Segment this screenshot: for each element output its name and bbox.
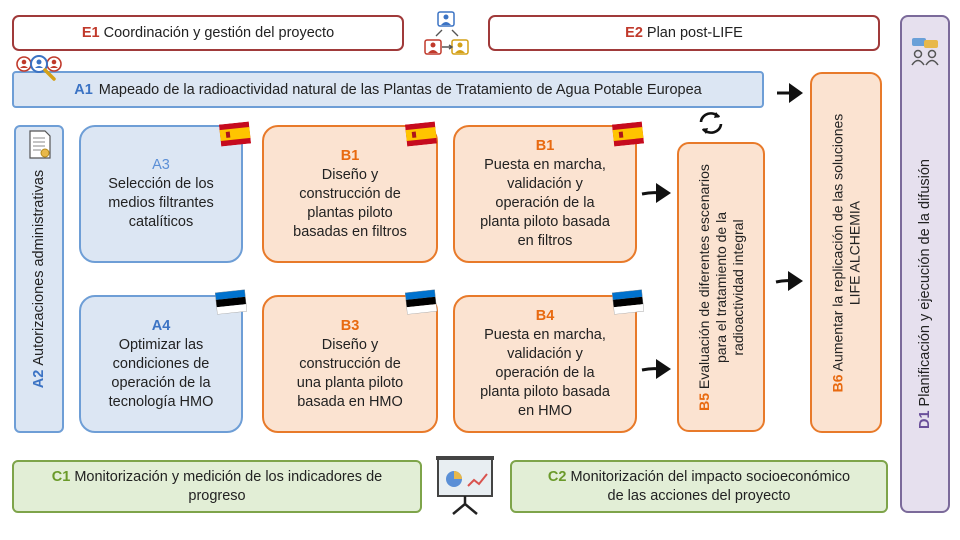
c1-line-2: progreso (188, 487, 246, 504)
chat-people-icon (911, 38, 939, 66)
b3-code: B3 (340, 317, 360, 334)
b3-card: B3 Diseño y construcción de una planta p… (262, 295, 438, 433)
e1-box: E1 Coordinación y gestión del proyecto (12, 15, 404, 51)
b5-line-2: para el tratamiento de la (712, 211, 729, 363)
b6-text: B6 Aumentar la replicación de las soluci… (829, 113, 863, 392)
c2-code: C2 (547, 468, 567, 485)
a1-label: Mapeado de la radioactividad natural de … (98, 81, 702, 98)
spain-flag-icon (404, 121, 438, 147)
a4-line-3: operación de la (111, 374, 211, 391)
a2-text: A2 Autorizaciones administrativas (31, 170, 47, 388)
people-search-icon (16, 55, 62, 81)
b3-line-1: Diseño y (321, 336, 379, 353)
b-design-filters-line-2: construcción de (299, 185, 401, 202)
a1-box: A1 Mapeado de la radioactividad natural … (12, 71, 764, 108)
b3-line-3: una planta piloto (296, 374, 404, 391)
arrow-right-icon (641, 183, 671, 203)
e2-code: E2 (625, 25, 643, 41)
b1-line-1: Puesta en marcha, (484, 157, 606, 173)
b-design-filters-code: B1 (340, 147, 360, 164)
b4-code: B4 (535, 308, 555, 324)
d1-box: D1 Planificación y ejecución de la difusi… (900, 15, 950, 513)
b1-line-4: planta piloto basada (480, 214, 610, 230)
b-design-filters-line-1: Diseño y (321, 166, 379, 183)
e2-box: E2 Plan post-LIFE (488, 15, 880, 51)
b3-line-2: construcción de (299, 355, 401, 372)
b1-line-2: validación y (507, 176, 583, 192)
presentation-chart-icon (436, 456, 494, 515)
b5-code: B5 (695, 392, 712, 411)
e1-label: Coordinación y gestión del proyecto (103, 25, 335, 41)
b-design-filters-line-3: plantas piloto (307, 204, 393, 221)
b6-box: B6 Aumentar la replicación de las soluci… (810, 72, 882, 433)
b5-box: B5 Evaluación de diferentes escenarios p… (677, 142, 765, 432)
e2-label: Plan post-LIFE (646, 25, 743, 41)
cycle-arrows-icon (699, 112, 723, 134)
a4-line-1: Optimizar las (118, 336, 204, 353)
spain-flag-icon (218, 121, 252, 147)
c2-line-1: Monitorización del impacto socioeconómic… (570, 468, 851, 485)
b5-line-3: radioactividad integral (729, 218, 746, 356)
team-users-icon (424, 11, 469, 55)
a4-code: A4 (151, 317, 171, 334)
estonia-flag-icon (611, 289, 645, 315)
arrow-right-icon (777, 83, 803, 103)
b-design-filters-card: B1 Diseño y construcción de plantas pilo… (262, 125, 438, 263)
b6-line-2: LIFE ALCHEMIA (846, 200, 862, 305)
b1-line-5: en filtros (517, 233, 573, 249)
a3-line-2: medios filtrantes (108, 195, 214, 211)
arrow-right-icon (775, 271, 803, 291)
a4-card: A4 Optimizar las condiciones de operació… (79, 295, 243, 433)
d1-code: D1 (917, 410, 934, 430)
a3-line-3: catalíticos (128, 214, 194, 230)
b6-line-1: Aumentar la replicación de las solucione… (829, 113, 845, 371)
b4-line-5: en HMO (518, 403, 572, 419)
b4-card: B4 Puesta en marcha, validación y operac… (453, 295, 637, 433)
a1-code: A1 (74, 81, 93, 98)
b-design-filters-line-4: basadas en filtros (293, 223, 407, 240)
b4-line-4: planta piloto basada (480, 384, 610, 400)
a2-code: A2 (31, 369, 48, 389)
a2-box: A2 Autorizaciones administrativas (14, 125, 64, 433)
a3-line-1: Selección de los (108, 176, 214, 192)
b1-code: B1 (535, 138, 555, 154)
a4-line-2: condiciones de (112, 355, 210, 372)
a3-code: A3 (152, 157, 170, 173)
spain-flag-icon (611, 121, 645, 147)
b4-line-1: Puesta en marcha, (484, 327, 606, 343)
b3-line-4: basada en HMO (297, 393, 403, 410)
d1-text: D1 Planificación y ejecución de la difusi… (917, 159, 933, 429)
document-certificate-icon (29, 130, 51, 159)
b5-text: B5 Evaluación de diferentes escenarios p… (696, 164, 747, 411)
c1-code: C1 (51, 468, 71, 485)
c1-line-1: Monitorización y medición de los indicad… (74, 468, 383, 485)
b1-card: B1 Puesta en marcha, validación y operac… (453, 125, 637, 263)
estonia-flag-icon (214, 289, 248, 315)
a3-card: A3 Selección de los medios filtrantes ca… (79, 125, 243, 263)
b4-line-2: validación y (507, 346, 583, 362)
a2-label: Autorizaciones administrativas (31, 169, 48, 366)
b4-line-3: operación de la (495, 365, 595, 381)
b5-line-1: Evaluación de diferentes escenarios (695, 163, 712, 389)
c2-line-2: de las acciones del proyecto (607, 487, 791, 504)
b6-code: B6 (829, 373, 845, 392)
d1-label: Planificación y ejecución de la difusión (917, 158, 934, 407)
a4-line-4: tecnología HMO (108, 393, 214, 410)
e1-code: E1 (81, 25, 100, 41)
arrow-right-icon (641, 359, 671, 379)
b1-line-3: operación de la (495, 195, 595, 211)
estonia-flag-icon (404, 289, 438, 315)
